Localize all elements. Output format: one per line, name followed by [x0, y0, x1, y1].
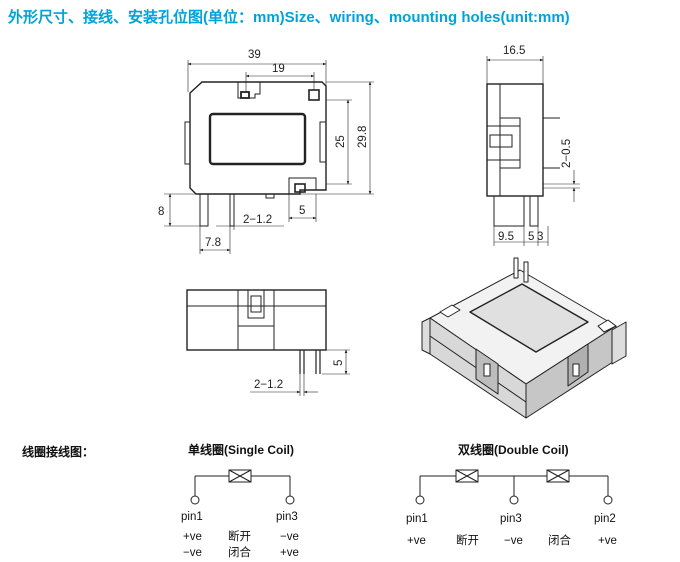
single-row2-right: +ve — [280, 547, 299, 559]
front-dim-pin-position: 7.8 — [205, 237, 221, 249]
front-dim-pin-width: 2−1.2 — [243, 214, 272, 226]
single-coil-title: 单线圈(Single Coil) — [188, 442, 294, 457]
bottom-dim-pin-length: 5 — [333, 360, 345, 366]
double-row-2: 断开 — [456, 533, 479, 547]
single-pin1-label: pin1 — [181, 511, 203, 523]
page-title: 外形尺寸、接线、安装孔位图(单位：mm)Size、wiring、mounting… — [8, 9, 570, 26]
side-dim-a: 9.5 — [498, 231, 514, 243]
double-row-1: +ve — [407, 535, 426, 547]
front-dim-inner: 19 — [272, 63, 285, 75]
front-dim-tab: 5 — [299, 205, 305, 217]
side-view — [486, 56, 580, 246]
bottom-view — [186, 289, 350, 396]
double-pin3-label: pin3 — [500, 513, 522, 525]
front-dim-pin-length: 8 — [158, 206, 164, 218]
double-coil-diagram — [415, 469, 613, 505]
double-row-3: −ve — [504, 535, 523, 547]
single-row2-middle: 闭合 — [228, 545, 251, 559]
front-dim-width: 39 — [248, 49, 261, 61]
single-row2-left: −ve — [183, 547, 202, 559]
single-row1-left: +ve — [183, 531, 202, 543]
isometric-view — [421, 257, 627, 419]
single-coil-diagram — [190, 469, 295, 505]
double-coil-title: 双线圈(Double Coil) — [458, 442, 569, 457]
wiring-label: 线圈接线图： — [22, 444, 94, 459]
front-dim-height: 29.8 — [357, 126, 369, 148]
bottom-dim-pin-width: 2−1.2 — [254, 379, 283, 391]
single-pin3-label: pin3 — [276, 511, 298, 523]
double-pin2-label: pin2 — [594, 513, 616, 525]
double-row-5: +ve — [598, 535, 617, 547]
side-dim-slot: 2−0.5 — [561, 139, 573, 168]
double-row-4: 闭合 — [548, 533, 571, 547]
side-dim-depth: 16.5 — [503, 45, 525, 57]
double-pin1-label: pin1 — [406, 513, 428, 525]
single-row1-right: −ve — [280, 531, 299, 543]
front-dim-inner-height: 25 — [335, 135, 347, 148]
single-row1-middle: 断开 — [228, 529, 251, 543]
side-dim-b: 5 — [528, 231, 534, 243]
side-dim-c: 3 — [537, 231, 543, 243]
front-view — [164, 60, 374, 254]
